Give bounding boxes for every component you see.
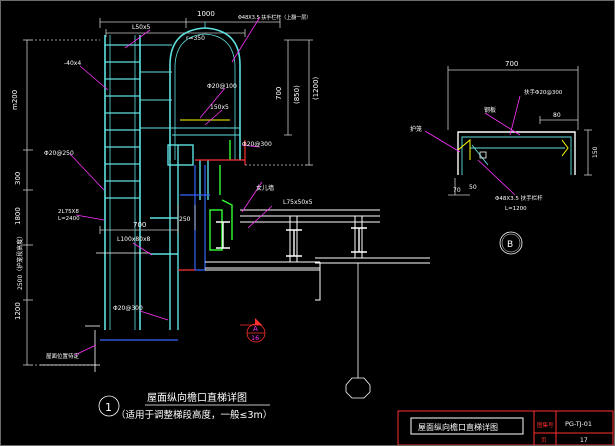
dim-1800: 1800 [14, 207, 22, 225]
detail-b-dim-50: 50 [469, 184, 477, 191]
ladder-rungs [105, 44, 140, 199]
dim-700-right: 700 [275, 87, 283, 100]
detail-b-marker: B [499, 231, 523, 255]
label-parapet: 女儿墙 [256, 184, 274, 192]
right-dimension-chain [245, 39, 313, 166]
caption-title: 屋面纵向檐口直梯详图 [147, 391, 247, 404]
label-angle-100: L100x80x8 [117, 236, 151, 243]
detail-b-dim-700: 700 [505, 60, 518, 68]
caption-number: 1 [105, 401, 112, 414]
label-pipe-300a: Φ20@300 [113, 305, 143, 312]
dim-1200: 1200 [14, 302, 22, 320]
plumb-marker [345, 263, 371, 399]
label-flat-40: -40x4 [64, 60, 81, 67]
label-bottom-ref: 屋面位置待定 [46, 352, 80, 360]
detail-b-leaders [424, 95, 521, 196]
title-block-label-no: 图集号 [537, 421, 554, 429]
detail-b-dim-80: 80 [553, 112, 561, 119]
ladder [104, 35, 141, 330]
dim-700-mid: 700 [133, 221, 146, 229]
cage-bands [140, 44, 240, 136]
roof-slab [205, 209, 430, 301]
dim-850: (850) [293, 85, 301, 104]
dim-300: 300 [14, 172, 22, 185]
title-block-name: 屋面纵向檐口直梯详图 [418, 422, 498, 432]
detail-b-label-len: L=1200 [505, 206, 527, 212]
leader-lines [69, 16, 273, 356]
label-pipe-top: Φ48X3.5 扶手栏杆（上翻一层） [238, 14, 311, 21]
detail-b: 700 80 150 70 50 扶手Φ20@300 钢板 护笼 Φ48X3.5… [410, 60, 599, 255]
section-a-number: 16 [251, 334, 259, 342]
top-dimension [99, 18, 281, 37]
detail-b-label-plate: 钢板 [484, 106, 496, 114]
title-block-page: 17 [580, 437, 588, 444]
dim-m200: m200 [11, 90, 19, 110]
i-beams [216, 221, 367, 257]
detail-b-dim-150: 150 [592, 146, 599, 158]
dim-250: 250 [179, 216, 191, 223]
title-block-drawing-no: PG-TJ-01 [565, 420, 592, 428]
lower-structure [96, 144, 209, 330]
detail-b-label-pipe: Φ48X3.5 扶手栏杆 [495, 194, 543, 202]
label-pipe-250: Φ20@250 [44, 150, 74, 157]
detail-b-label-top: 扶手Φ20@300 [524, 88, 563, 96]
detail-b-marker-letter: B [507, 240, 513, 250]
title-block-label-page: 页 [541, 437, 547, 444]
section-a-letter: A [253, 325, 258, 333]
dim-1200-right: (1200) [312, 76, 320, 100]
caption: 1 屋面纵向檐口直梯详图 （适用于调整梯段高度，一般≤3m） [98, 391, 272, 421]
detail-b-dim-70: 70 [453, 187, 461, 194]
label-plate-150: 150x5 [210, 104, 229, 111]
detail-b-frame [457, 131, 576, 175]
detail-b-label-wall: 护笼 [410, 125, 422, 133]
dim-2500: 2500（护笼段高度） [16, 233, 24, 290]
caption-subtitle: （适用于调整梯段高度，一般≤3m） [116, 409, 272, 421]
label-angle-right: L75x50x5 [283, 199, 313, 206]
dim-hoop-radius: r=350 [186, 35, 205, 42]
dim-1000: 1000 [197, 10, 215, 18]
detail-b-dims [447, 66, 592, 196]
label-pipe-300b: Φ20@300 [242, 141, 272, 148]
section-marker-a: A 16 [240, 318, 266, 343]
label-pipe-100: Φ20@100 [207, 83, 237, 90]
ground-line [40, 325, 100, 372]
red-marks [178, 140, 246, 271]
mid-dimensions [99, 205, 196, 234]
brackets [209, 140, 233, 251]
main-elevation: 1000 r=350 m200 300 1800 2500（护笼段高度） 120… [11, 10, 430, 399]
label-flat-top: L50x5 [132, 24, 151, 31]
